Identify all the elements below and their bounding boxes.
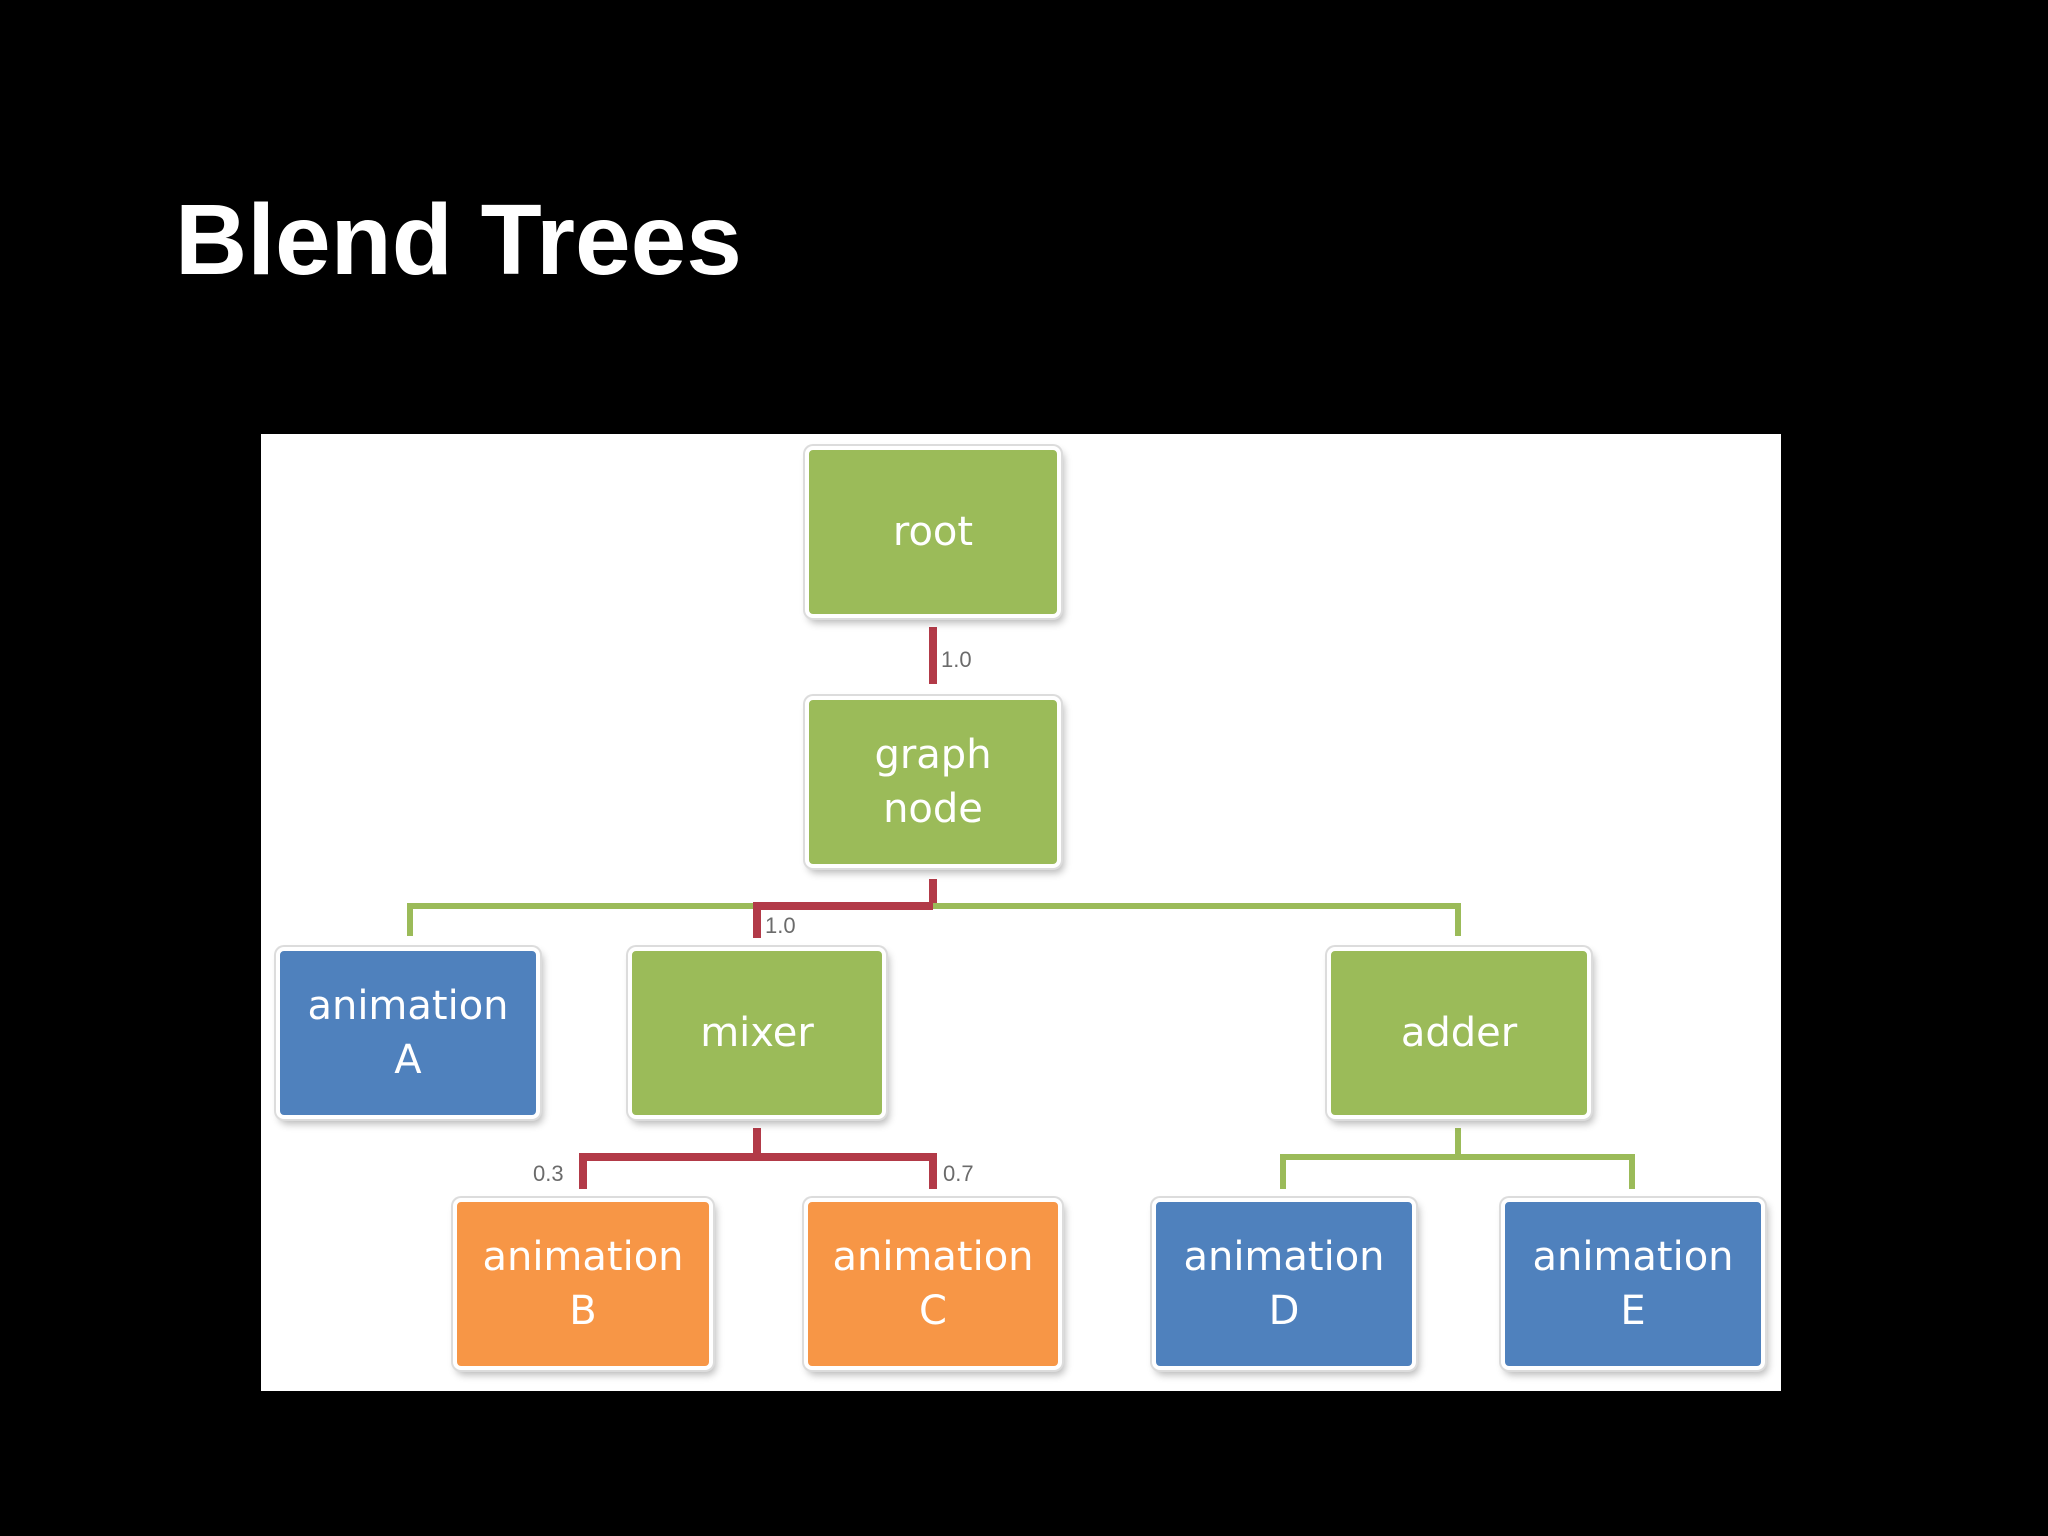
edge-graph-node-animation-a [407,903,757,936]
node-animation-b: animation B [453,1198,713,1370]
blend-tree-diagram: 1.0 1.0 0.3 0.7 root graph node animatio… [261,434,1781,1391]
edge-weight-mixer-animation-c: 0.7 [943,1161,974,1186]
edge-mixer-animation-b [579,1153,757,1189]
edge-weight-root-graph-node: 1.0 [941,647,972,672]
node-mixer: mixer [628,947,886,1119]
edge-weight-mixer-animation-b: 0.3 [533,1161,564,1186]
node-graph-node: graph node [805,696,1061,868]
node-adder: adder [1327,947,1591,1119]
node-root: root [805,446,1061,618]
edge-adder-animation-e [1458,1154,1635,1189]
node-animation-c: animation C [804,1198,1062,1370]
edge-graph-node-adder [933,903,1461,936]
edge-weight-graph-node-mixer: 1.0 [765,913,796,938]
edge-layer [407,627,1635,1189]
slide-title: Blend Trees [175,184,742,296]
node-animation-d: animation D [1152,1198,1416,1370]
edge-mixer-animation-c [757,1153,937,1189]
edge-adder-animation-d [1280,1154,1458,1189]
node-animation-a: animation A [276,947,540,1119]
edge-graph-node-mixer [753,902,933,938]
node-animation-e: animation E [1501,1198,1765,1370]
